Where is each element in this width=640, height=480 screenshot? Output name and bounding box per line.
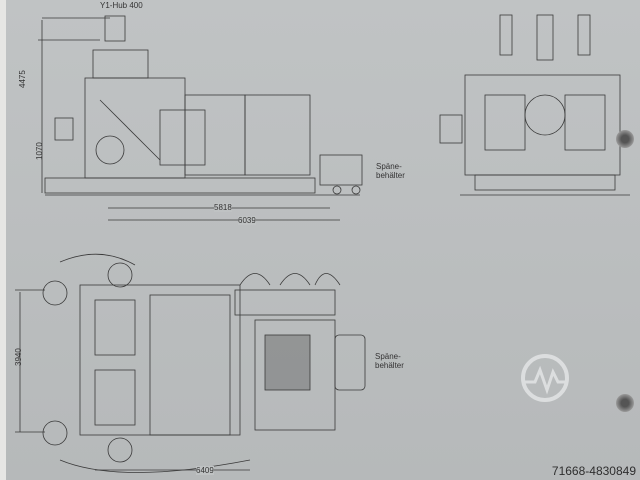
height-total-dim: 4475 xyxy=(18,70,27,88)
height-work-dim: 1070 xyxy=(35,142,44,160)
chip-container-label-side: Späne- behälter xyxy=(376,162,405,180)
watermark-logo xyxy=(521,354,569,402)
side-view xyxy=(38,15,363,221)
length-inner-dim: 5818 xyxy=(214,203,232,212)
punch-hole xyxy=(616,130,634,148)
top-length-dim: 6409 xyxy=(196,466,214,475)
punch-hole xyxy=(616,394,634,412)
stroke-label: Y1-Hub 400 xyxy=(100,1,143,10)
length-outer-dim: 6039 xyxy=(238,216,256,225)
watermark-id: 71668-4830849 xyxy=(551,464,636,478)
chip-container-label-top: Späne- behälter xyxy=(375,352,404,370)
drawing-page xyxy=(6,0,640,480)
width-dim: 3940 xyxy=(14,348,23,366)
top-view xyxy=(15,253,366,473)
paper-edge xyxy=(0,0,6,480)
front-view xyxy=(439,14,630,196)
